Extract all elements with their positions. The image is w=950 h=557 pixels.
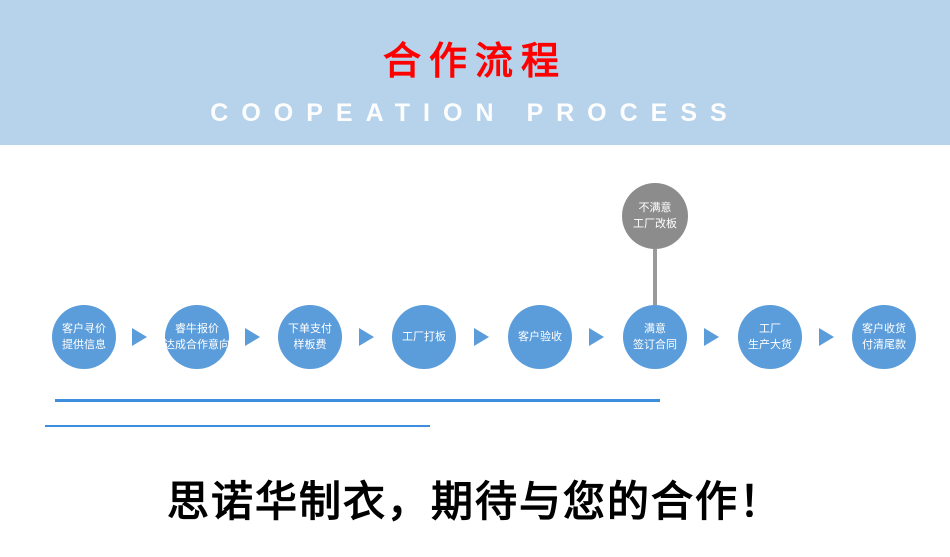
branch-connector-line <box>653 249 657 305</box>
arrow-right-icon <box>589 328 604 346</box>
flow-step-1-circle: 客户寻价 提供信息 <box>52 305 116 369</box>
step-label-line1: 客户寻价 <box>62 322 106 335</box>
arrow-right-icon <box>359 328 374 346</box>
divider-line-top <box>55 399 660 402</box>
step-label-line1: 睿牛报价 <box>175 322 219 335</box>
step-label-line1: 工厂 <box>759 322 781 335</box>
step-label-line2: 签订合同 <box>633 339 677 351</box>
divider-line-bottom <box>45 425 430 427</box>
arrow-right-icon <box>474 328 489 346</box>
flow-step-6-circle: 满意 签订合同 <box>623 305 687 369</box>
flow-step-3-circle: 下单支付 样板费 <box>278 305 342 369</box>
flow-step-4-circle: 工厂打板 <box>392 305 456 369</box>
step-label-line1: 下单支付 <box>288 322 332 335</box>
arrow-right-icon <box>819 328 834 346</box>
flow-step-2-circle: 睿牛报价 达成合作意向 <box>164 305 230 369</box>
step-label-line2: 样板费 <box>293 339 327 351</box>
step-label-line1: 客户验收 <box>518 330 562 343</box>
alt-step-label-line2: 工厂改板 <box>633 218 677 230</box>
step-label-line2: 生产大货 <box>748 339 792 351</box>
alt-step-circle: 不满意 工厂改板 <box>622 183 688 249</box>
step-label-line1: 满意 <box>644 322 666 335</box>
step-label-line1: 工厂打板 <box>402 330 446 343</box>
arrow-right-icon <box>245 328 260 346</box>
alt-step-label-line1: 不满意 <box>638 201 672 214</box>
flow-step-5-circle: 客户验收 <box>508 305 572 369</box>
arrow-right-icon <box>132 328 147 346</box>
step-label-line2: 付清尾款 <box>862 339 906 351</box>
slogan-text: 思诺华制衣，期待与您的合作！ <box>166 477 783 526</box>
header-banner: 合作流程 COOPEATION PROCESS <box>0 0 950 145</box>
flow-step-7-circle: 工厂 生产大货 <box>738 305 802 369</box>
arrow-right-icon <box>704 328 719 346</box>
flow-step-8-circle: 客户收货 付清尾款 <box>852 305 916 369</box>
page-title: 合作流程 <box>382 41 567 83</box>
cooperation-flow-diagram: 不满意 工厂改板 客户寻价 提供信息 睿牛报价 达成合作意向 下单支付 样板费 … <box>0 145 950 455</box>
step-label-line2: 提供信息 <box>62 339 106 351</box>
page-subtitle: COOPEATION PROCESS <box>210 99 740 127</box>
step-label-line1: 客户收货 <box>862 322 906 335</box>
step-label-line2: 达成合作意向 <box>164 339 230 351</box>
